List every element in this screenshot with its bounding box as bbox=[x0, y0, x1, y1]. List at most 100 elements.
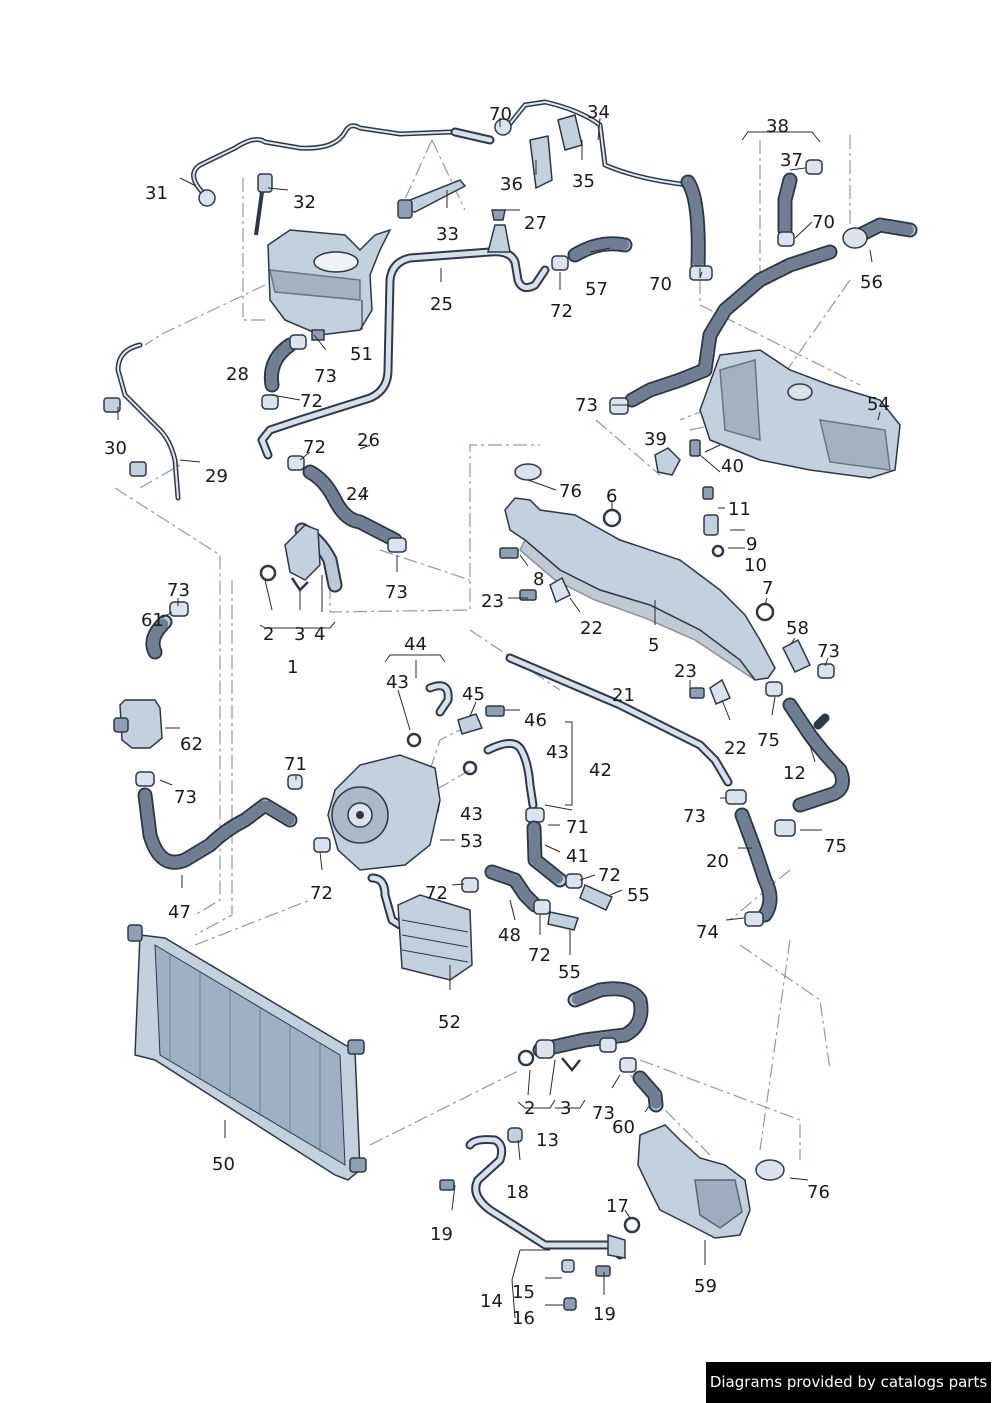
engine-housing-54[interactable] bbox=[699, 349, 901, 479]
hose-12[interactable] bbox=[765, 681, 850, 837]
coolant-pipe-14[interactable] bbox=[439, 1127, 641, 1311]
label-60: 60 bbox=[612, 1117, 635, 1138]
label-72: 72 bbox=[310, 883, 333, 904]
coolant-pipe-21[interactable] bbox=[505, 653, 733, 787]
label-14: 14 bbox=[480, 1291, 503, 1312]
label-22: 22 bbox=[724, 738, 747, 759]
label-27: 27 bbox=[524, 213, 547, 234]
label-52: 52 bbox=[438, 1012, 461, 1033]
label-47: 47 bbox=[168, 902, 191, 923]
hose-28[interactable] bbox=[261, 334, 307, 410]
label-48: 48 bbox=[498, 925, 521, 946]
label-72: 72 bbox=[425, 883, 448, 904]
label-41: 41 bbox=[566, 846, 589, 867]
coolant-pipe-25[interactable] bbox=[257, 224, 550, 460]
label-20: 20 bbox=[706, 851, 729, 872]
label-76: 76 bbox=[559, 481, 582, 502]
label-4: 4 bbox=[314, 624, 325, 645]
oil-cooler-52[interactable] bbox=[367, 873, 473, 981]
label-16: 16 bbox=[512, 1308, 535, 1329]
temperature-sender[interactable] bbox=[702, 486, 725, 558]
hose-48[interactable] bbox=[461, 864, 579, 931]
label-38: 38 bbox=[766, 116, 789, 137]
label-73: 73 bbox=[167, 580, 190, 601]
label-2: 2 bbox=[263, 624, 274, 645]
coolant-pump-59[interactable] bbox=[637, 1124, 785, 1239]
label-24: 24 bbox=[346, 484, 369, 505]
label-70: 70 bbox=[489, 104, 512, 125]
label-40: 40 bbox=[721, 456, 744, 477]
hose-58[interactable] bbox=[782, 638, 835, 679]
label-29: 29 bbox=[205, 466, 228, 487]
alternator-53[interactable] bbox=[327, 754, 441, 871]
hose-47[interactable] bbox=[137, 774, 331, 870]
label-23: 23 bbox=[674, 661, 697, 682]
auxiliary-pump-62[interactable] bbox=[113, 699, 163, 787]
label-74: 74 bbox=[696, 922, 719, 943]
label-39: 39 bbox=[644, 429, 667, 450]
label-12: 12 bbox=[783, 763, 806, 784]
label-73: 73 bbox=[575, 395, 598, 416]
credit-banner: Diagrams provided by catalogs parts bbox=[706, 1362, 991, 1403]
label-76: 76 bbox=[807, 1182, 830, 1203]
label-73: 73 bbox=[683, 806, 706, 827]
label-44: 44 bbox=[404, 634, 427, 655]
label-8: 8 bbox=[533, 569, 544, 590]
label-70: 70 bbox=[812, 212, 835, 233]
label-21: 21 bbox=[612, 685, 635, 706]
label-43: 43 bbox=[546, 742, 569, 763]
label-17: 17 bbox=[606, 1196, 629, 1217]
label-5: 5 bbox=[648, 635, 659, 656]
label-58: 58 bbox=[786, 618, 809, 639]
label-55: 55 bbox=[558, 962, 581, 983]
label-3: 3 bbox=[560, 1098, 571, 1119]
hose-60[interactable] bbox=[619, 1057, 664, 1113]
label-53: 53 bbox=[460, 831, 483, 852]
label-59: 59 bbox=[694, 1276, 717, 1297]
label-72: 72 bbox=[303, 437, 326, 458]
label-50: 50 bbox=[212, 1154, 235, 1175]
label-72: 72 bbox=[300, 391, 323, 412]
hose-24[interactable] bbox=[287, 455, 407, 553]
label-55: 55 bbox=[627, 885, 650, 906]
coolant-expansion-tank[interactable] bbox=[267, 228, 392, 341]
label-33: 33 bbox=[436, 224, 459, 245]
label-75: 75 bbox=[757, 730, 780, 751]
label-22: 22 bbox=[580, 618, 603, 639]
label-73: 73 bbox=[592, 1103, 615, 1124]
vent-line-assembly[interactable] bbox=[191, 99, 713, 281]
label-54: 54 bbox=[867, 394, 890, 415]
radiator-50[interactable] bbox=[127, 924, 367, 1181]
label-10: 10 bbox=[744, 555, 767, 576]
label-9: 9 bbox=[746, 534, 757, 555]
lower-radiator-hose[interactable] bbox=[517, 981, 649, 1072]
label-73: 73 bbox=[314, 366, 337, 387]
coolant-manifold-5[interactable] bbox=[499, 463, 776, 705]
label-1: 1 bbox=[287, 657, 298, 678]
label-26: 26 bbox=[357, 430, 380, 451]
label-18: 18 bbox=[506, 1182, 529, 1203]
vent-line-29[interactable] bbox=[103, 342, 181, 501]
hose-20[interactable] bbox=[725, 789, 778, 927]
hose-57[interactable] bbox=[551, 236, 633, 271]
label-51: 51 bbox=[350, 344, 373, 365]
pipe-assembly-44[interactable] bbox=[406, 681, 545, 823]
label-25: 25 bbox=[430, 294, 453, 315]
hose-70-manifold[interactable] bbox=[609, 244, 838, 415]
label-13: 13 bbox=[536, 1130, 559, 1151]
bracket-39[interactable] bbox=[654, 439, 701, 476]
label-7: 7 bbox=[762, 578, 773, 599]
hose-56[interactable] bbox=[777, 159, 918, 249]
hose-41[interactable] bbox=[526, 820, 613, 911]
label-72: 72 bbox=[598, 865, 621, 886]
label-72: 72 bbox=[550, 301, 573, 322]
label-73: 73 bbox=[817, 641, 840, 662]
label-23: 23 bbox=[481, 591, 504, 612]
connection-flange-1[interactable] bbox=[259, 522, 343, 593]
hose-61[interactable] bbox=[145, 601, 189, 660]
label-36: 36 bbox=[500, 174, 523, 195]
label-72: 72 bbox=[528, 945, 551, 966]
label-73: 73 bbox=[174, 787, 197, 808]
label-31: 31 bbox=[145, 183, 168, 204]
